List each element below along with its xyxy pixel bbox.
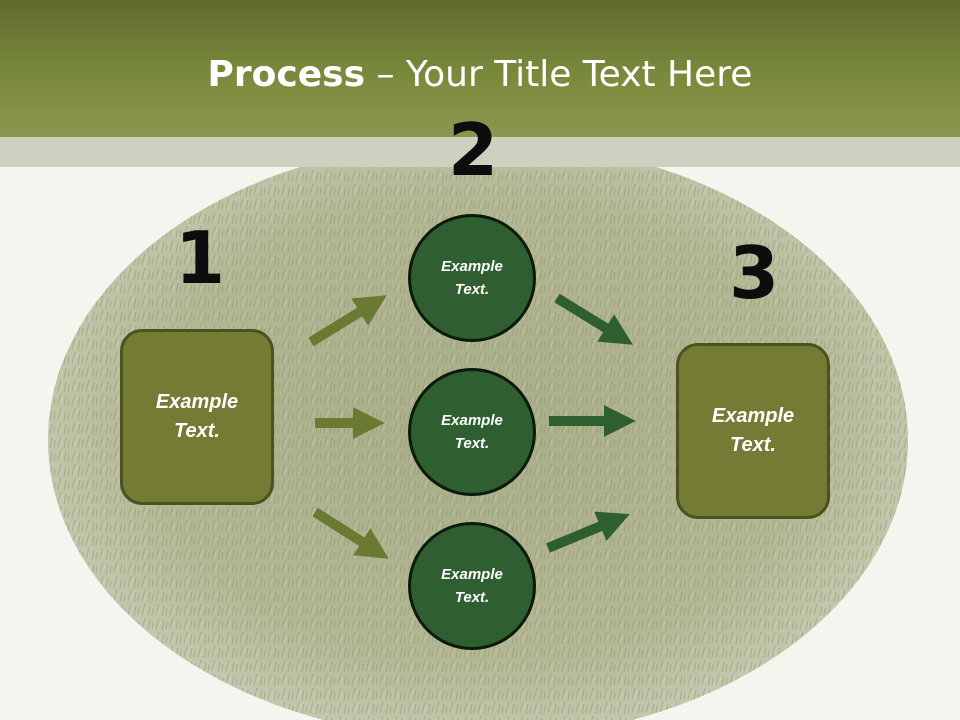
step-2-circle-top: Example Text. <box>408 214 536 342</box>
title-rest: – Your Title Text Here <box>365 54 753 95</box>
step-2-circle-bottom: Example Text. <box>408 522 536 650</box>
step-1-box: Example Text. <box>120 329 274 505</box>
step-3-box: Example Text. <box>676 343 830 519</box>
step-number-3: 3 <box>728 231 780 315</box>
slide-title: Process – Your Title Text Here <box>0 50 960 100</box>
title-bold: Process <box>207 54 366 95</box>
header-bar <box>0 0 960 137</box>
step-number-1: 1 <box>174 216 226 300</box>
step-number-2: 2 <box>447 108 499 192</box>
header-strip <box>0 137 960 167</box>
step-2-circle-middle: Example Text. <box>408 368 536 496</box>
